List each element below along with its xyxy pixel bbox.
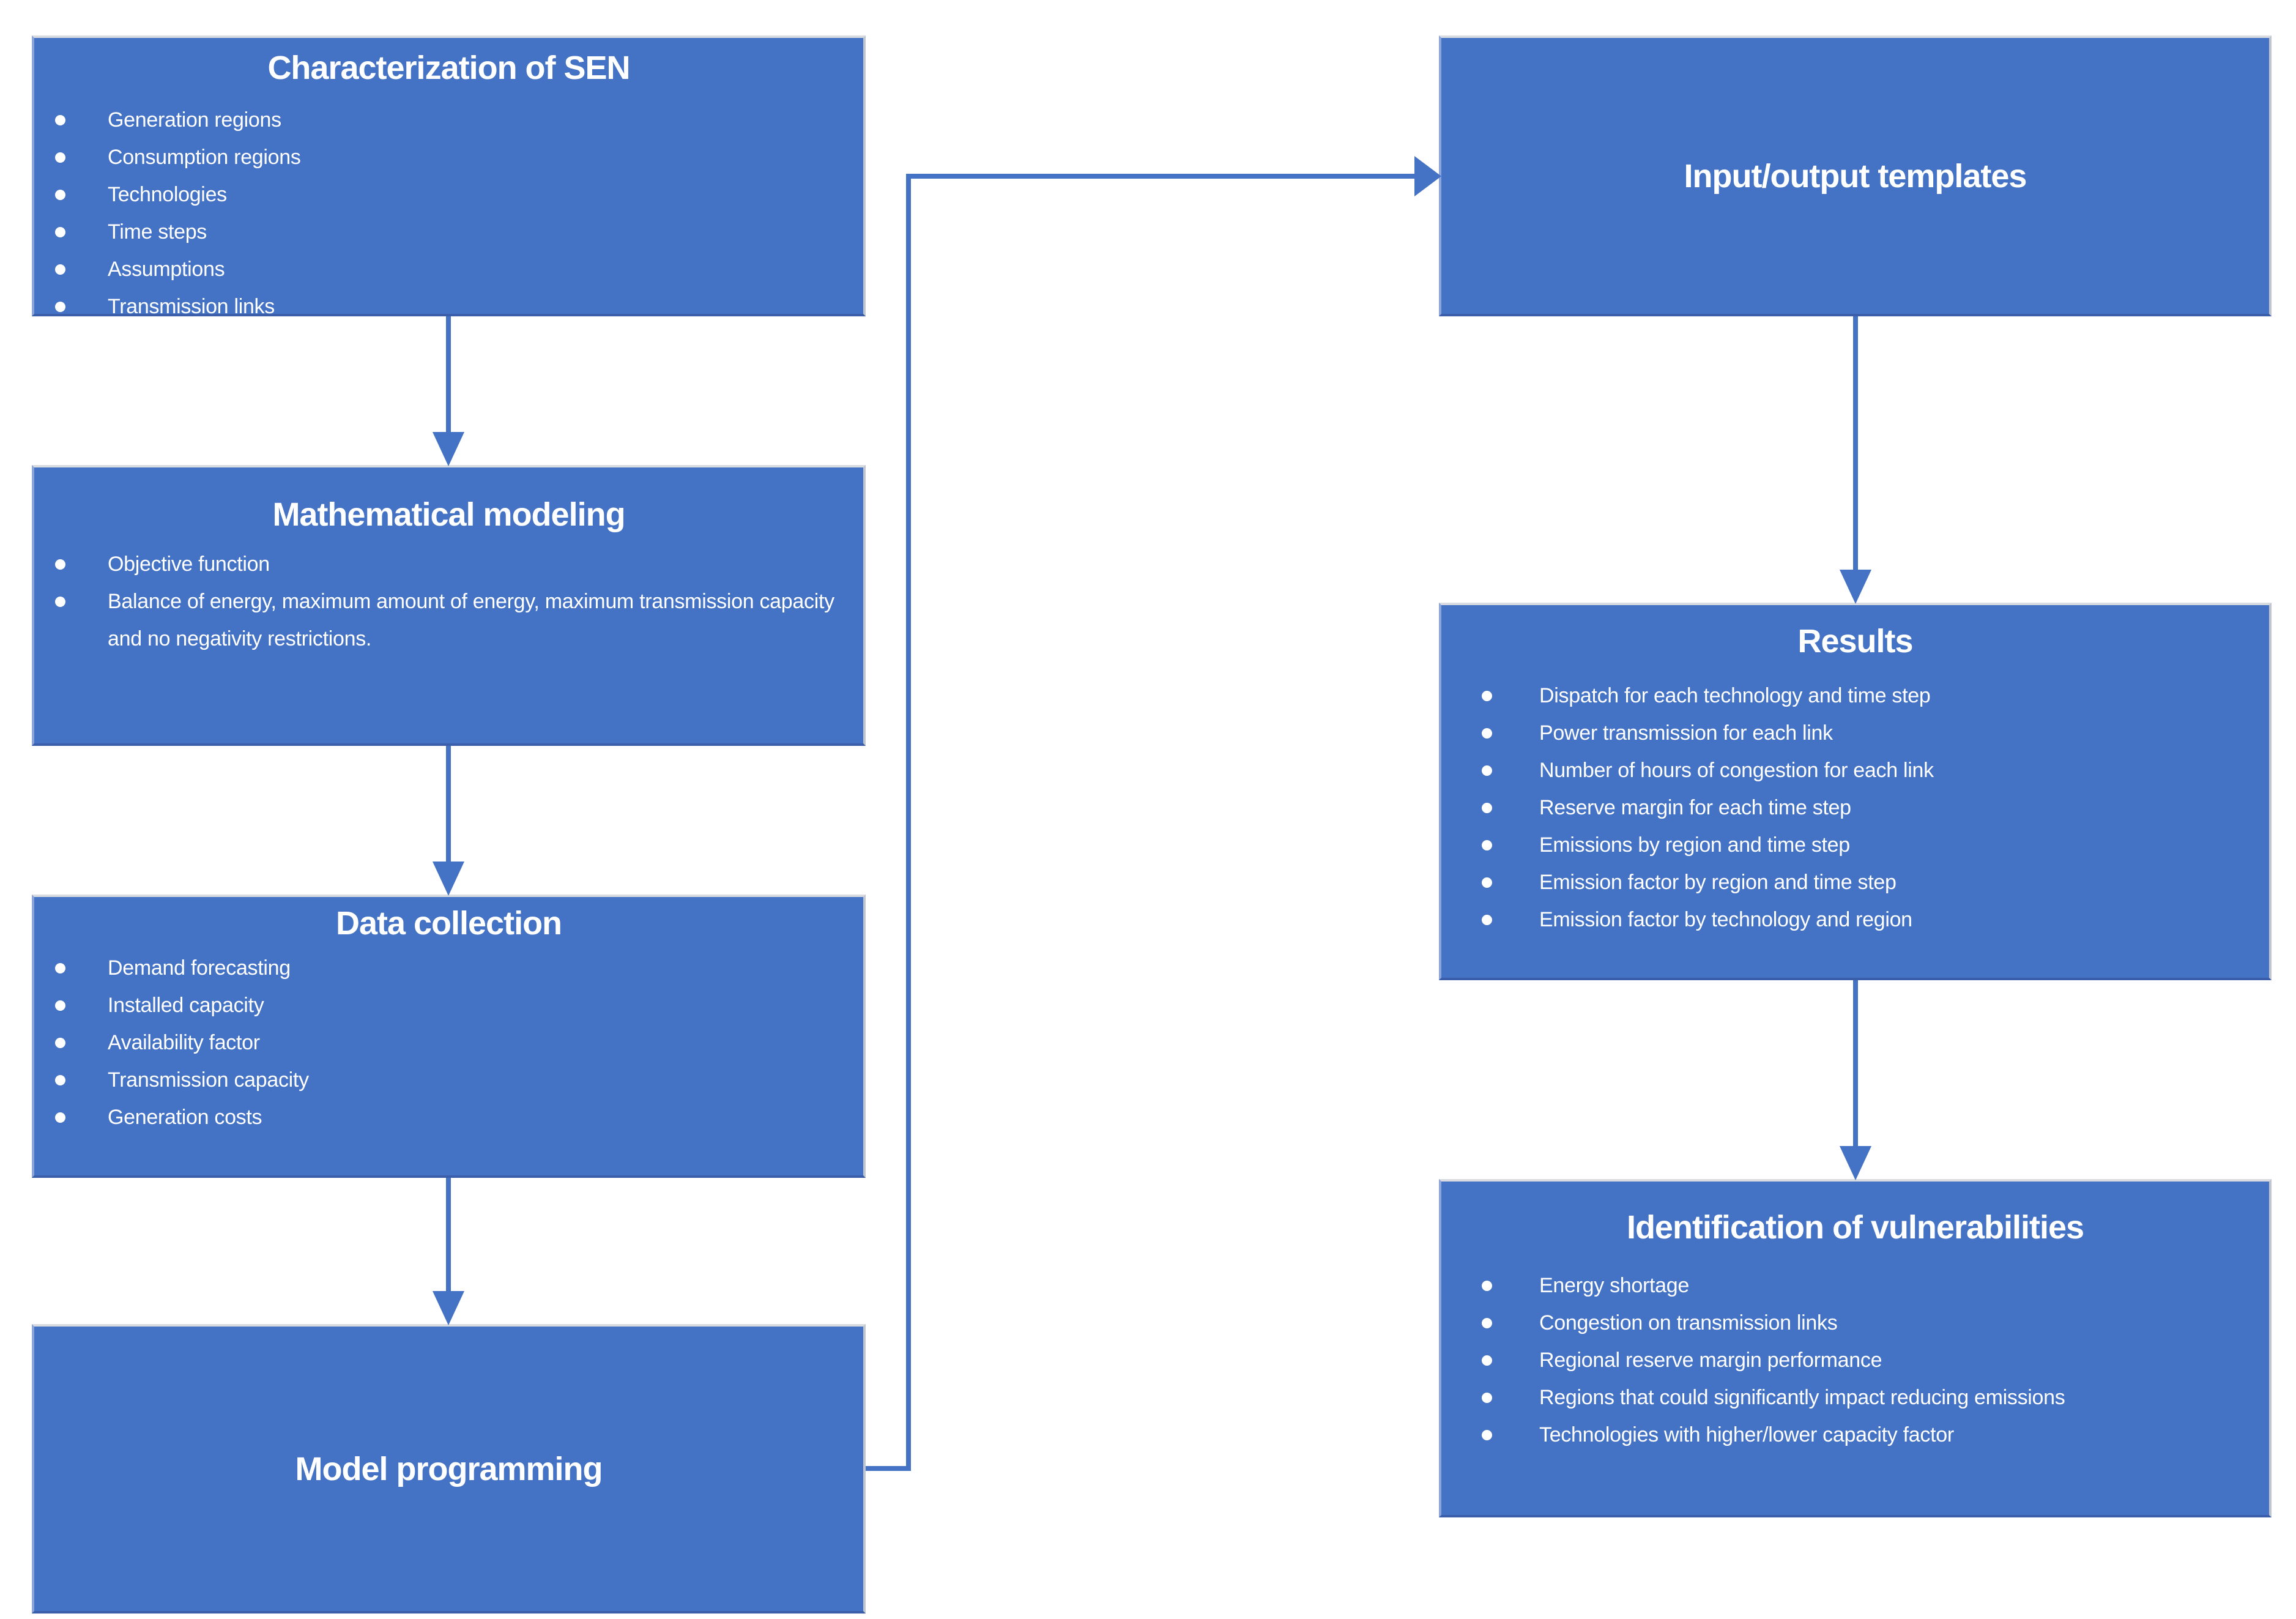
- arrow-shaft: [446, 1178, 451, 1295]
- arrow-io-templates-to-results: [1840, 316, 1871, 604]
- bullet-item: Congestion on transmission links: [1441, 1305, 2269, 1342]
- bullet-item: Regions that could significantly impact …: [1441, 1379, 2269, 1416]
- box-model-programming: Model programming: [32, 1324, 866, 1613]
- bullet-item: Availability factor: [34, 1024, 863, 1062]
- box-data-collection: Data collection Demand forecasting Insta…: [32, 895, 866, 1178]
- box-title: Identification of vulnerabilities: [1626, 1209, 2084, 1246]
- bullet-list: Generation regions Consumption regions T…: [34, 102, 863, 326]
- bullet-item: Transmission links: [34, 288, 863, 326]
- bullet-item: Time steps: [34, 214, 863, 251]
- bullet-item: Balance of energy, maximum amount of ene…: [34, 583, 863, 658]
- bullet-item: Number of hours of congestion for each l…: [1441, 752, 2269, 789]
- bullet-item: Installed capacity: [34, 987, 863, 1024]
- arrow-shaft: [1853, 316, 1858, 573]
- box-title: Model programming: [295, 1450, 603, 1487]
- bullet-list: Demand forecasting Installed capacity Av…: [34, 950, 863, 1136]
- arrow-head-right-icon: [1414, 156, 1441, 196]
- box-results: Results Dispatch for each technology and…: [1439, 603, 2272, 980]
- arrow-results-to-vulnerabilities: [1840, 980, 1871, 1180]
- connector-model-to-io-horizontal-out: [866, 1466, 911, 1471]
- arrow-head-down-icon: [433, 1291, 464, 1325]
- box-input-output-templates: Input/output templates: [1439, 35, 2272, 316]
- arrow-shaft: [1853, 980, 1858, 1150]
- bullet-item: Emission factor by technology and region: [1441, 901, 2269, 939]
- bullet-item: Technologies with higher/lower capacity …: [1441, 1416, 2269, 1454]
- connector-model-to-io-horizontal-across: [906, 174, 1417, 179]
- box-title: Input/output templates: [1684, 157, 2027, 195]
- bullet-list: Energy shortage Congestion on transmissi…: [1441, 1267, 2269, 1454]
- box-characterization-of-sen: Characterization of SEN Generation regio…: [32, 35, 866, 318]
- arrow-shaft: [446, 316, 451, 436]
- box-identification-of-vulnerabilities: Identification of vulnerabilities Energy…: [1439, 1179, 2272, 1517]
- bullet-item: Technologies: [34, 176, 863, 214]
- bullet-item: Assumptions: [34, 251, 863, 288]
- box-title: Data collection: [335, 905, 562, 942]
- arrow-head-down-icon: [433, 862, 464, 896]
- box-title: Mathematical modeling: [272, 496, 625, 533]
- bullet-item: Regional reserve margin performance: [1441, 1342, 2269, 1379]
- arrow-shaft: [446, 746, 451, 865]
- arrow-mathematical-to-data-collection: [433, 746, 464, 896]
- bullet-item: Consumption regions: [34, 139, 863, 176]
- connector-model-to-io-vertical: [906, 174, 911, 1471]
- bullet-item: Objective function: [34, 546, 863, 583]
- box-mathematical-modeling: Mathematical modeling Objective function…: [32, 465, 866, 746]
- bullet-item: Emission factor by region and time step: [1441, 864, 2269, 901]
- bullet-list: Dispatch for each technology and time st…: [1441, 677, 2269, 939]
- arrow-head-down-icon: [433, 432, 464, 466]
- bullet-list: Objective function Balance of energy, ma…: [34, 546, 863, 658]
- bullet-item: Emissions by region and time step: [1441, 827, 2269, 864]
- box-title: Characterization of SEN: [267, 50, 630, 86]
- box-title: Results: [1797, 623, 1913, 660]
- bullet-item: Power transmission for each link: [1441, 715, 2269, 752]
- bullet-item: Reserve margin for each time step: [1441, 789, 2269, 827]
- arrow-head-down-icon: [1840, 1146, 1871, 1180]
- arrow-data-collection-to-model-programming: [433, 1178, 464, 1325]
- arrow-characterization-to-mathematical: [433, 316, 464, 466]
- bullet-item: Generation costs: [34, 1099, 863, 1136]
- bullet-item: Generation regions: [34, 102, 863, 139]
- bullet-item: Energy shortage: [1441, 1267, 2269, 1305]
- bullet-item: Dispatch for each technology and time st…: [1441, 677, 2269, 715]
- bullet-item: Transmission capacity: [34, 1062, 863, 1099]
- arrow-head-down-icon: [1840, 570, 1871, 604]
- bullet-item: Demand forecasting: [34, 950, 863, 987]
